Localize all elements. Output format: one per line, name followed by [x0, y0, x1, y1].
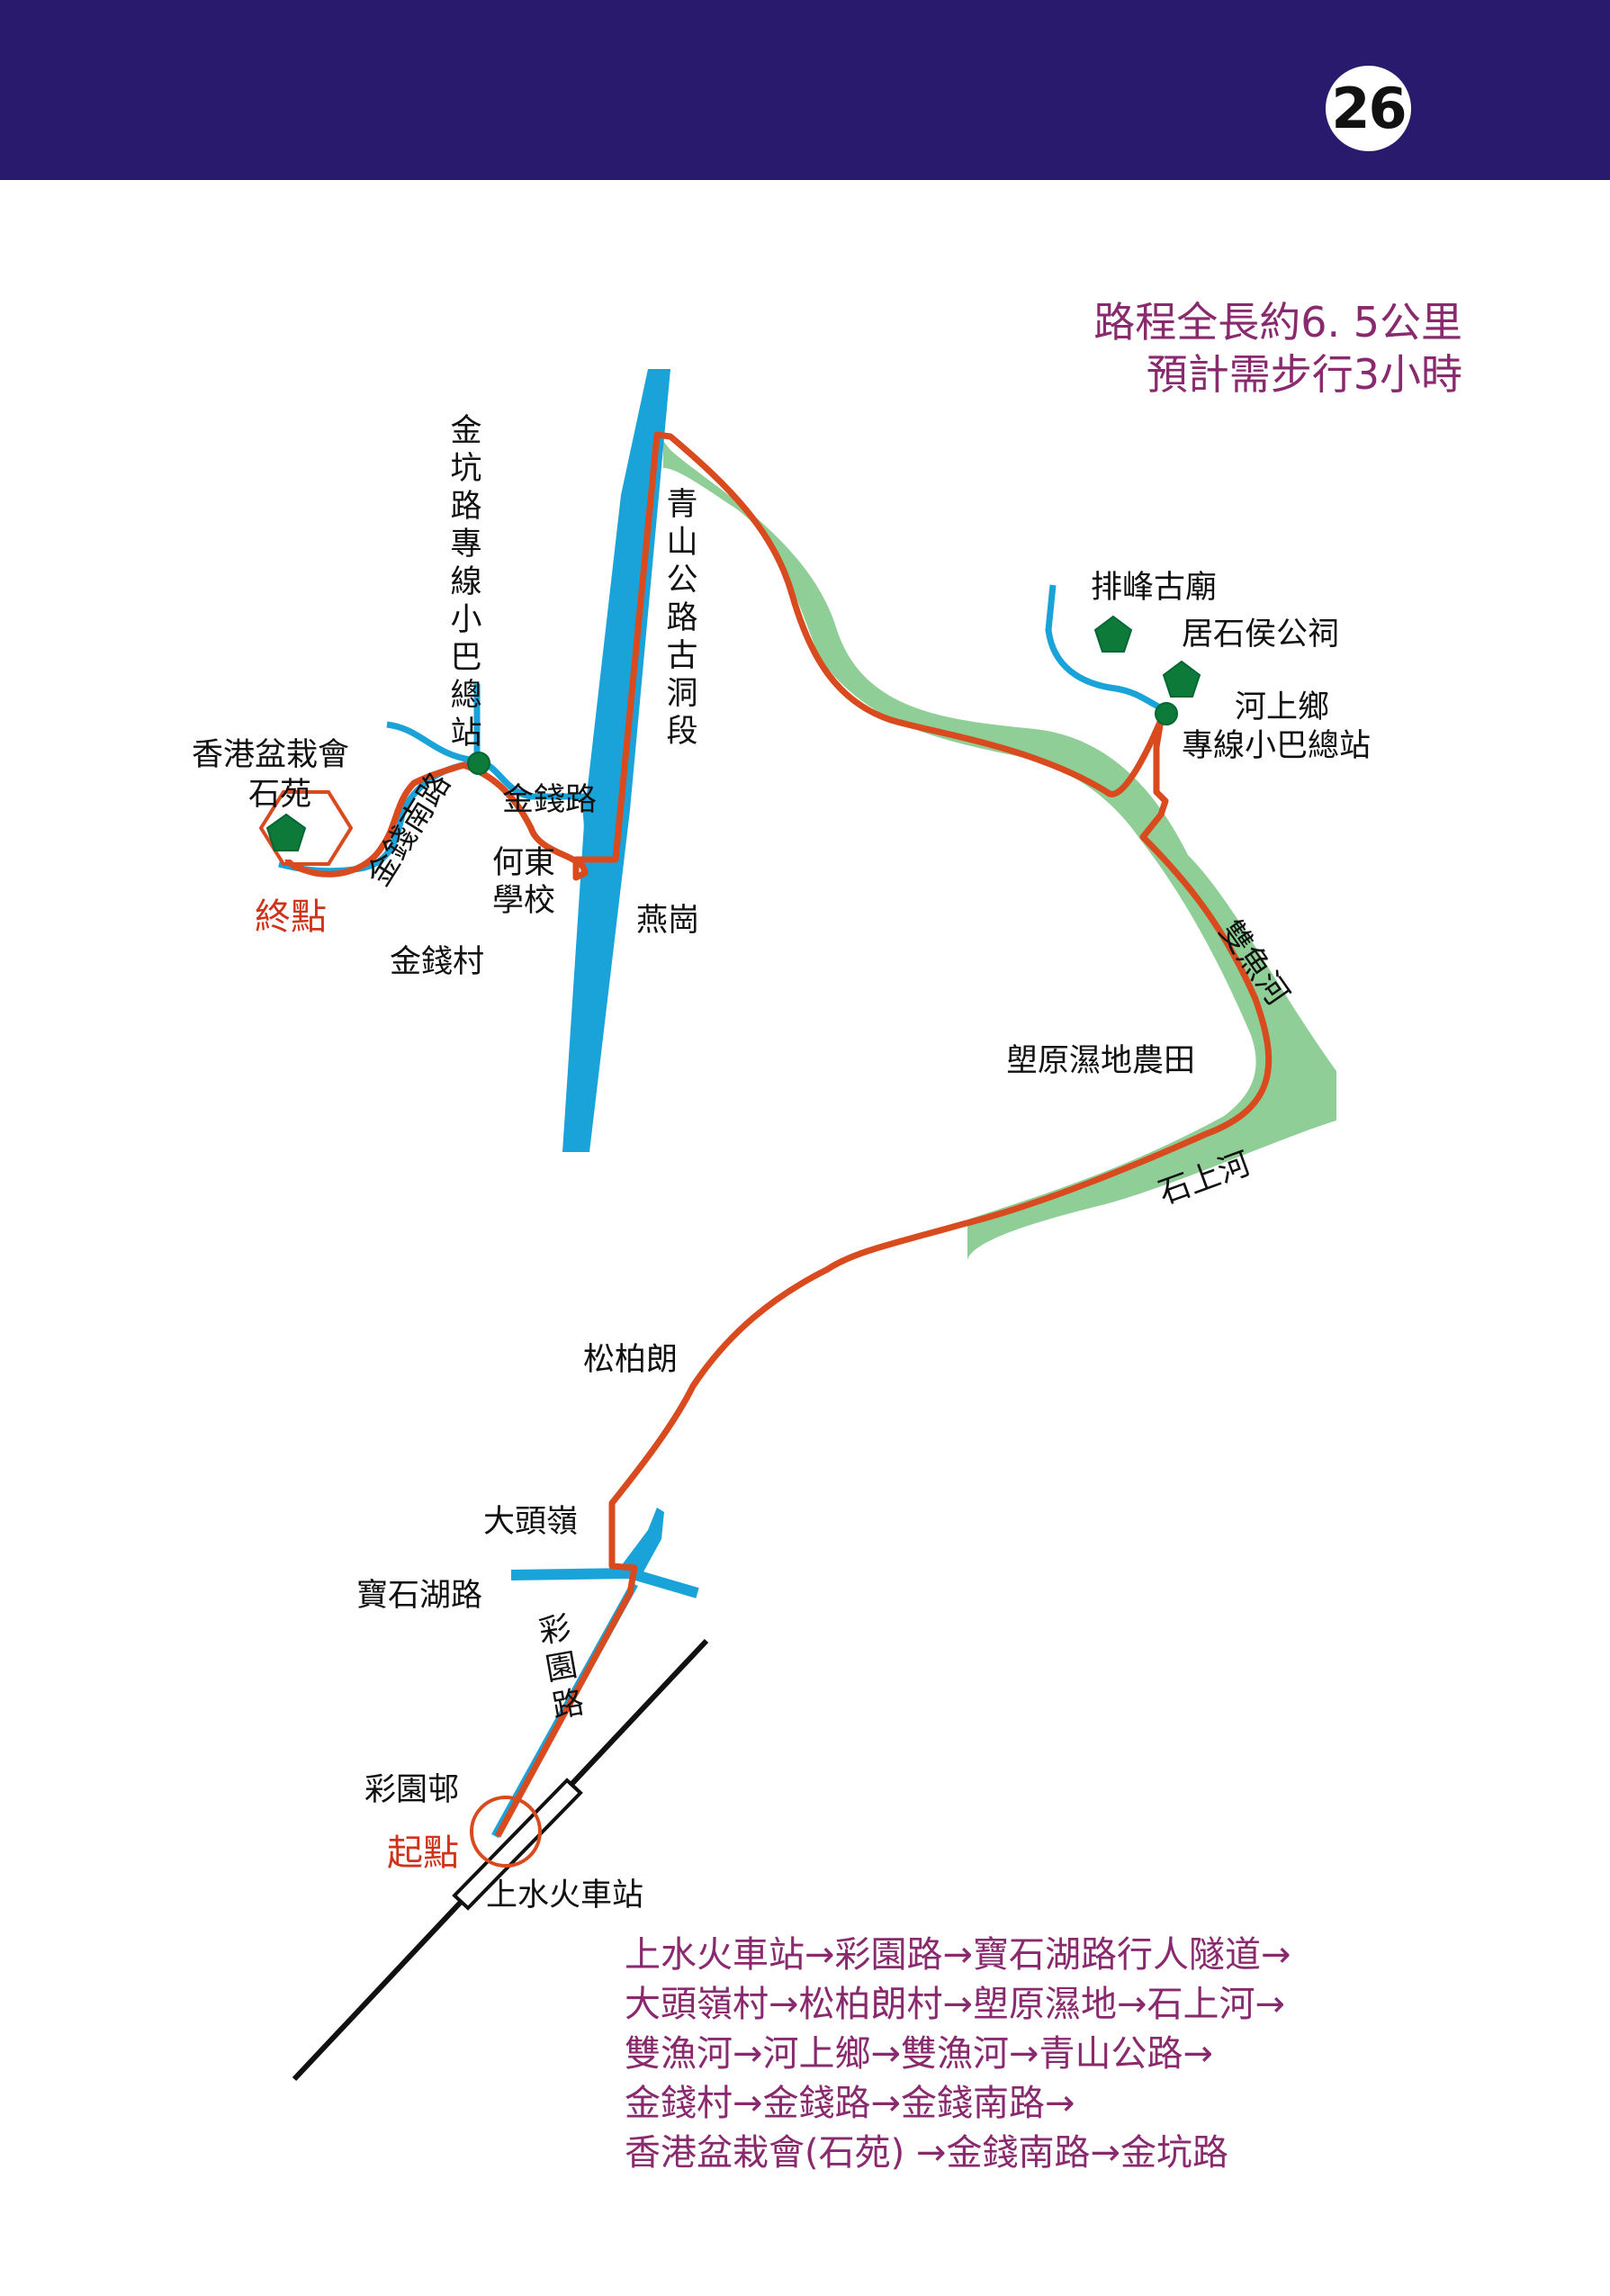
route-line-5: 香港盆栽會(石苑) →金錢南路→金坑路: [625, 2132, 1228, 2174]
label-po-shek-wu-road: 寶石湖路: [356, 1578, 483, 1614]
route-line-4: 金錢村→金錢路→金錢南路→: [625, 2083, 1075, 2124]
label-minibus-terminus-kam-hang: 金坑路專線小巴總站: [450, 413, 482, 752]
label-end-point: 終點: [255, 896, 327, 938]
river-band: [663, 441, 1336, 1260]
label-choi-yuen-estate: 彩園邨: [364, 1772, 460, 1808]
route-line-1: 上水火車站→彩園路→寶石湖路行人隧道→: [625, 1934, 1291, 1976]
pai-fung-temple-icon: [1093, 615, 1133, 653]
sheung-shui-station-platform: [452, 1778, 583, 1911]
kui-shek-hau-hall-icon: [1162, 660, 1201, 698]
label-ho-sheung-heung-terminus: 專線小巴總站: [1182, 728, 1372, 764]
end-point-marker: [258, 790, 354, 866]
label-shek-yuen: 石苑: [248, 777, 312, 813]
page-number-badge: 26: [1326, 66, 1411, 151]
route-summary: 上水火車站→彩園路→寶石湖路行人隧道→ 大頭嶺村→松柏朗村→塱原濕地→石上河→ …: [625, 1931, 1291, 2178]
label-ho-tung-school: 學校: [492, 883, 556, 919]
route-line-2: 大頭嶺村→松柏朗村→塱原濕地→石上河→: [625, 1984, 1286, 2025]
po-shek-wu-road: [510, 1567, 699, 1598]
distance-info: 路程全長約6. 5公里: [1093, 298, 1462, 347]
label-tsing-shan-road-section: 青山公路古洞段: [666, 487, 698, 750]
label-tsung-pak-long: 松柏朗: [583, 1342, 679, 1378]
label-kam-chin-village: 金錢村: [390, 944, 485, 980]
label-sheung-shui-station: 上水火車站: [486, 1877, 644, 1913]
duration-info: 預計需步行3小時: [1146, 350, 1462, 399]
ho-sheung-heung-creek: [1045, 584, 1171, 715]
label-wetland-farm: 塱原濕地農田: [1006, 1043, 1196, 1079]
po-shek-wu-branch: [621, 1508, 664, 1577]
start-point-marker: [470, 1796, 542, 1868]
minibus-terminus-kam-hang-icon: [467, 752, 490, 775]
bonsai-pentagon-icon: [265, 813, 307, 851]
label-ho-tung: 何東: [492, 845, 556, 881]
label-kui-shek-hau-hall: 居石侯公祠: [1182, 617, 1340, 653]
label-yin-kong: 燕崗: [636, 903, 700, 939]
route-line-3: 雙漁河→河上鄉→雙漁河→青山公路→: [625, 2033, 1214, 2075]
label-kam-chin-road: 金錢路: [502, 782, 598, 818]
label-pai-fung-temple: 排峰古廟: [1091, 570, 1218, 606]
walking-route: [284, 431, 1273, 1838]
label-ho-sheung-heung: 河上鄉: [1235, 689, 1330, 725]
label-tai-tau-leng: 大頭嶺: [483, 1504, 579, 1540]
label-bonsai-society: 香港盆栽會: [192, 737, 350, 773]
label-start-point: 起點: [387, 1832, 459, 1874]
minibus-terminus-ho-sheung-heung-icon: [1155, 702, 1178, 725]
